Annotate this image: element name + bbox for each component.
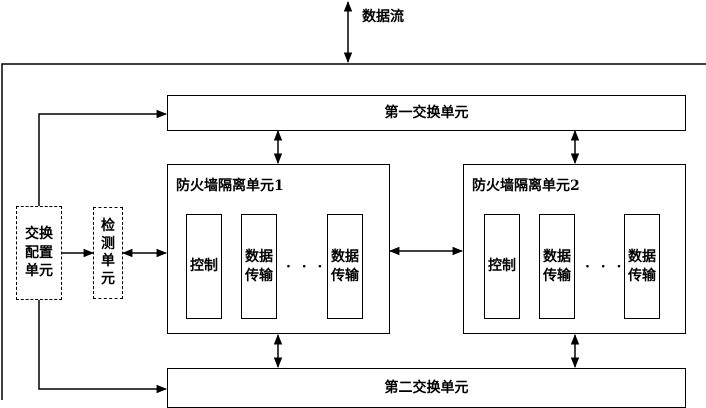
switch-config-unit-label: 交换 配置 单元	[25, 225, 53, 280]
second-switch-unit-label: 第二交换单元	[384, 380, 469, 396]
arrow-config-switch1	[38, 109, 168, 206]
outer-frame	[1, 63, 706, 400]
control-module: 控制	[484, 214, 520, 319]
firewall-isolation-unit-1: 防火墙隔离单元1 控制 数据 传输 · · · 数据 传输	[167, 164, 390, 334]
data-transfer-module: 数据 传输	[624, 214, 660, 319]
arrow-config-switch2	[38, 300, 168, 394]
first-switch-unit-label: 第一交换单元	[384, 105, 469, 121]
ellipsis: · · ·	[286, 259, 326, 275]
firewall-unit-title: 防火墙隔离单元2	[472, 178, 580, 194]
detection-unit: 检 测 单 元	[93, 207, 123, 299]
data-transfer-module: 数据 传输	[327, 214, 363, 319]
second-switch-unit: 第二交换单元	[167, 368, 686, 408]
control-module-label: 控制	[190, 258, 218, 275]
ellipsis: · · ·	[585, 259, 625, 275]
switch-config-unit: 交换 配置 单元	[16, 206, 62, 300]
control-module-label: 控制	[488, 258, 516, 275]
firewall-unit-title: 防火墙隔离单元1	[176, 178, 284, 194]
data-transfer-module-label: 数据 传输	[628, 248, 656, 284]
data-transfer-module: 数据 传输	[539, 214, 575, 319]
control-module: 控制	[186, 214, 222, 319]
data-transfer-module-label: 数据 传输	[245, 248, 273, 284]
detection-unit-label: 检 测 单 元	[101, 218, 115, 287]
firewall-isolation-unit-2: 防火墙隔离单元2 控制 数据 传输 · · · 数据 传输	[463, 164, 686, 334]
data-transfer-module-label: 数据 传输	[543, 248, 571, 284]
data-flow-label: 数据流	[362, 9, 404, 25]
first-switch-unit: 第一交换单元	[167, 95, 686, 131]
data-transfer-module: 数据 传输	[241, 214, 277, 319]
data-transfer-module-label: 数据 传输	[331, 248, 359, 284]
